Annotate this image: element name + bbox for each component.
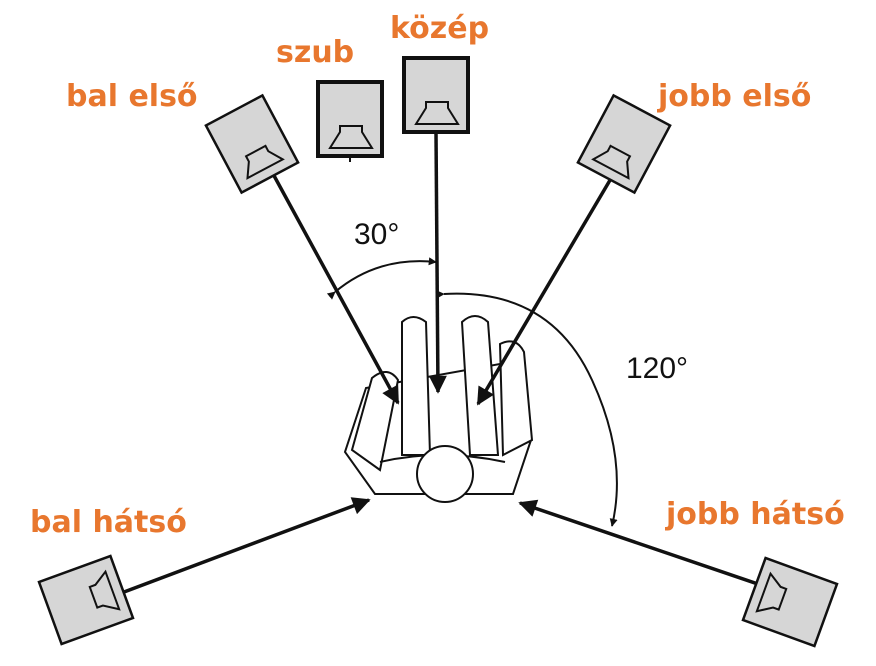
label-subwoofer: szub: [276, 35, 355, 70]
rear-left-speaker: [37, 554, 135, 646]
angle-label-120: 120°: [626, 352, 689, 385]
label-rear-left: bal hátsó: [30, 505, 187, 540]
label-front-left: bal első: [66, 79, 198, 114]
center-speaker: [402, 56, 470, 134]
angle-label-30: 30°: [354, 218, 400, 251]
arc-120: [436, 290, 618, 527]
rear-right-speaker: [741, 556, 839, 648]
rear-left-line: [107, 497, 371, 600]
left-leg: [401, 316, 432, 456]
label-front-right: jobb első: [658, 79, 812, 114]
angle-arcs: [326, 257, 618, 527]
front-left-speaker: [204, 93, 300, 195]
front-right-line: [476, 169, 618, 406]
label-center: közép: [390, 11, 490, 46]
listener-head: [416, 445, 474, 503]
arc-30: [326, 257, 437, 300]
subwoofer-speaker: [316, 80, 384, 162]
front-left-line: [270, 171, 400, 405]
label-rear-right: jobb hátsó: [666, 497, 845, 532]
center-line: [428, 132, 447, 394]
front-right-speaker: [576, 93, 672, 195]
